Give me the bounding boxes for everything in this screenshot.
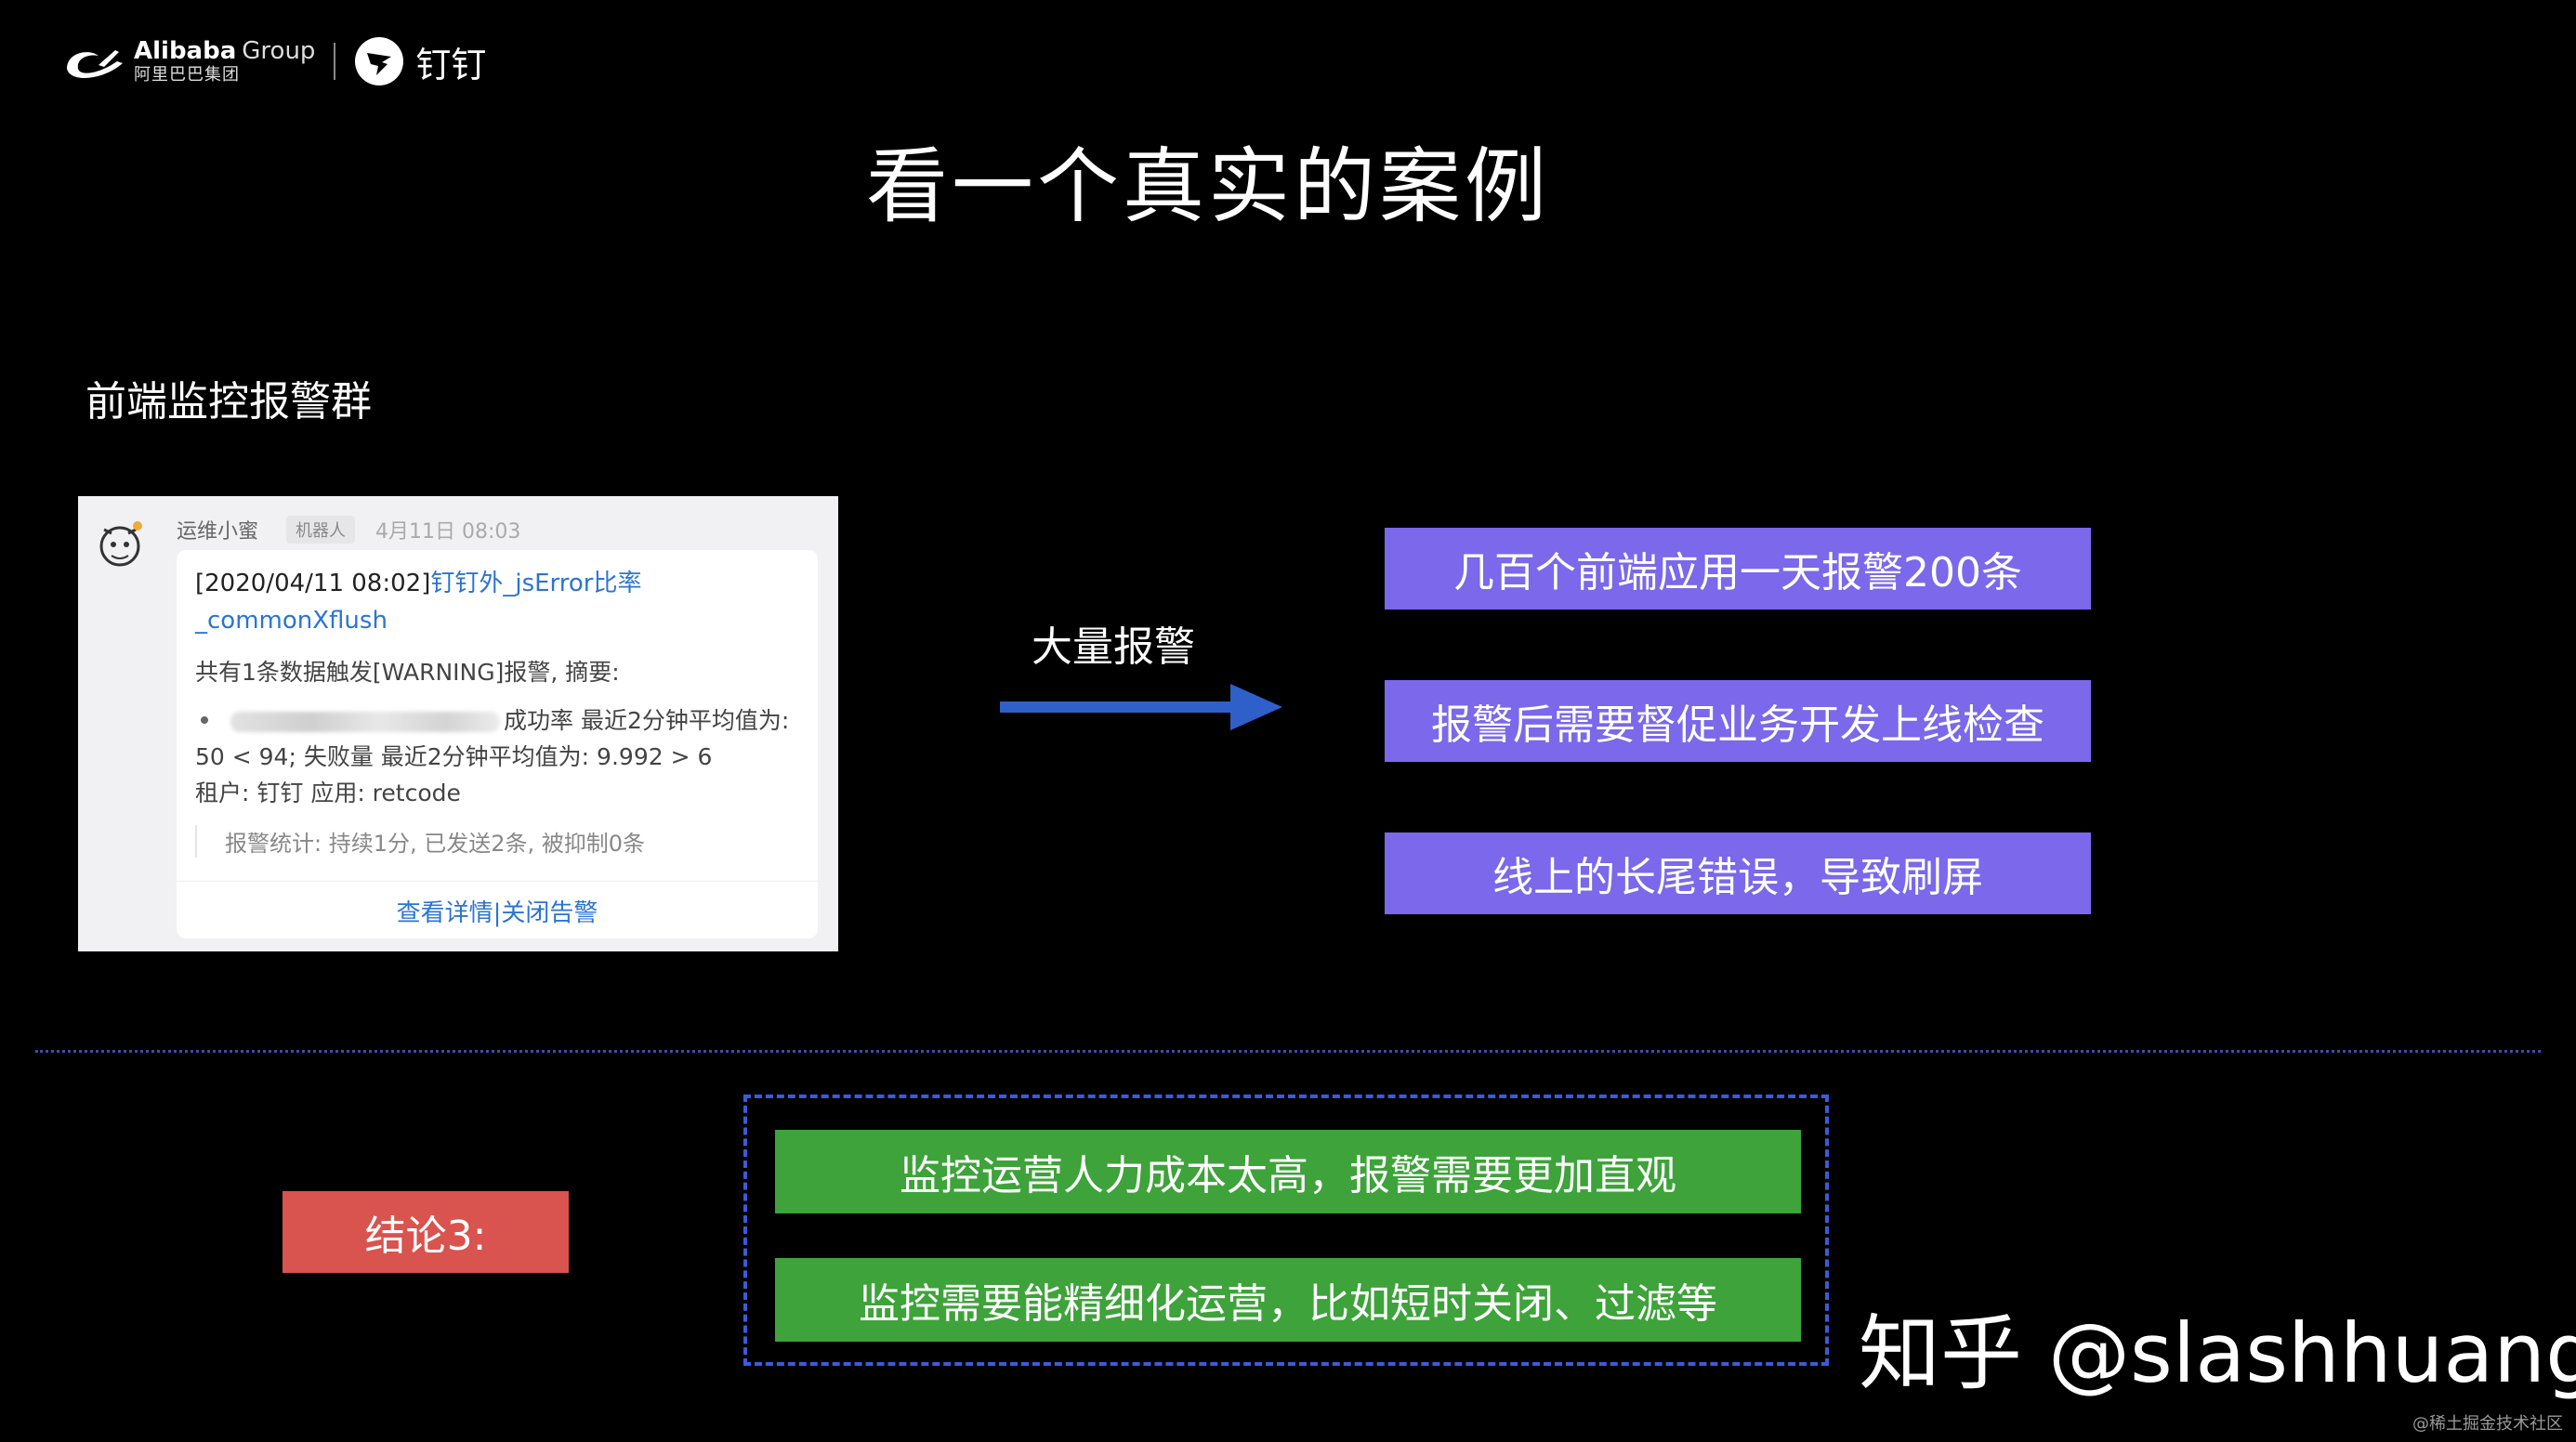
message-time: 4月11日 08:03 [375,520,521,544]
alert-actions-link[interactable]: 查看详情|关闭告警 [177,881,818,939]
message-bubble: [2020/04/11 08:02]钉钉外_jsError比率_commonXf… [177,550,818,938]
brand-divider [334,43,336,80]
issue-box-1: 几百个前端应用一天报警200条 [1385,528,2091,610]
sender-name: 运维小蜜 [177,520,259,544]
alert-stats: 报警统计: 持续1分, 已发送2条, 被抑制0条 [195,825,645,858]
redacted-text [230,712,500,732]
alert-headline: [2020/04/11 08:02]钉钉外_jsError比率_commonXf… [195,565,790,639]
alert-rule-link[interactable]: 钉钉外_jsError比率_commonXflush [195,570,642,635]
conclusion-label: 结论3: [283,1191,569,1273]
alert-timestamp: [2020/04/11 08:02] [195,570,431,597]
alert-notification-card: 运维小蜜 机器人 4月11日 08:03 [2020/04/11 08:02]钉… [78,496,838,951]
arrow-label: 大量报警 [1032,623,1195,671]
conclusion-group-frame [743,1095,1829,1366]
bot-badge: 机器人 [286,516,356,544]
section-label: 前端监控报警群 [85,378,372,426]
dingtalk-wordmark: 钉钉 [415,44,487,85]
robot-avatar-icon [99,521,142,567]
corner-watermark: @稀土掘金技术社区 [2412,1414,2563,1434]
issue-box-3: 线上的长尾错误，导致刷屏 [1385,832,2091,914]
alert-detail: 成功率 最近2分钟平均值为: 50 < 94; 失败量 最近2分钟平均值为: 9… [195,707,790,806]
issue-box-2: 报警后需要督促业务开发上线检查 [1385,680,2091,762]
section-divider [35,1050,2541,1053]
conclusion-point-1: 监控运营人力成本太高，报警需要更加直观 [775,1130,1801,1213]
conclusion-point-2: 监控需要能精细化运营，比如短时关闭、过滤等 [775,1258,1801,1342]
alert-summary: 共有1条数据触发[WARNING]报警, 摘要: [195,659,620,686]
page-title: 看一个真实的案例 [865,138,1550,234]
message-meta: 运维小蜜 机器人 4月11日 08:03 [177,515,520,544]
zhihu-watermark: 知乎 @slashhuang [1859,1305,2576,1401]
dingtalk-logo-icon [355,37,404,85]
alibaba-logo-icon [67,50,123,79]
bullet-dot [201,716,208,724]
right-arrow-icon [1000,684,1282,730]
